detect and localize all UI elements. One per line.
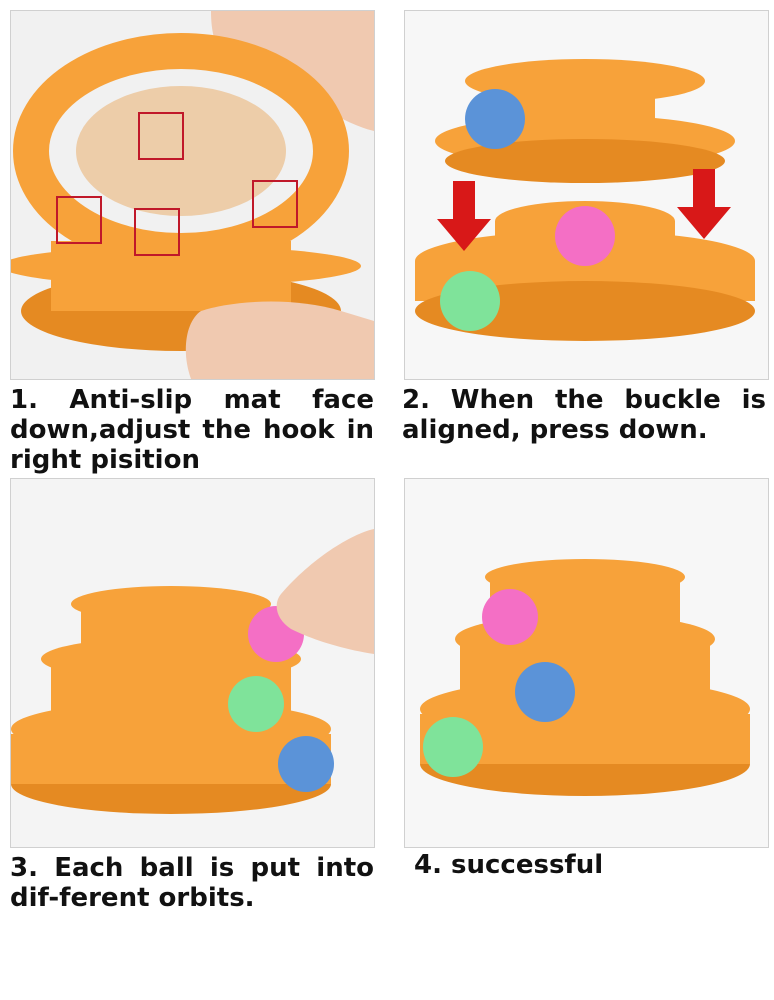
step4-illustration [405,479,768,847]
pink-ball [482,589,538,645]
step2-photo [404,10,769,380]
highlight-box-icon [252,180,298,228]
step3-photo [10,478,375,848]
down-arrow-icon [437,181,491,251]
blue-ball [515,662,575,722]
step3-caption: 3. Each ball is put into dif-ferent orbi… [10,853,374,913]
step4-photo [404,478,769,848]
green-ball [228,676,284,732]
highlight-box-icon [134,208,180,256]
step1-illustration [11,11,374,379]
blue-ball [465,89,525,149]
pink-ball [555,206,615,266]
blue-ball [278,736,334,792]
step2-caption: 2. When the buckle is aligned, press dow… [402,385,766,445]
highlight-box-icon [138,112,184,160]
step3-illustration [11,479,374,847]
green-ball [423,717,483,777]
step2-illustration [405,11,768,379]
highlight-box-icon [56,196,102,244]
step4-caption: 4. successful [414,850,604,880]
green-ball [440,271,500,331]
down-arrow-icon [677,169,731,239]
step1-photo [10,10,375,380]
step1-caption: 1. Anti-slip mat face down,adjust the ho… [10,385,374,475]
